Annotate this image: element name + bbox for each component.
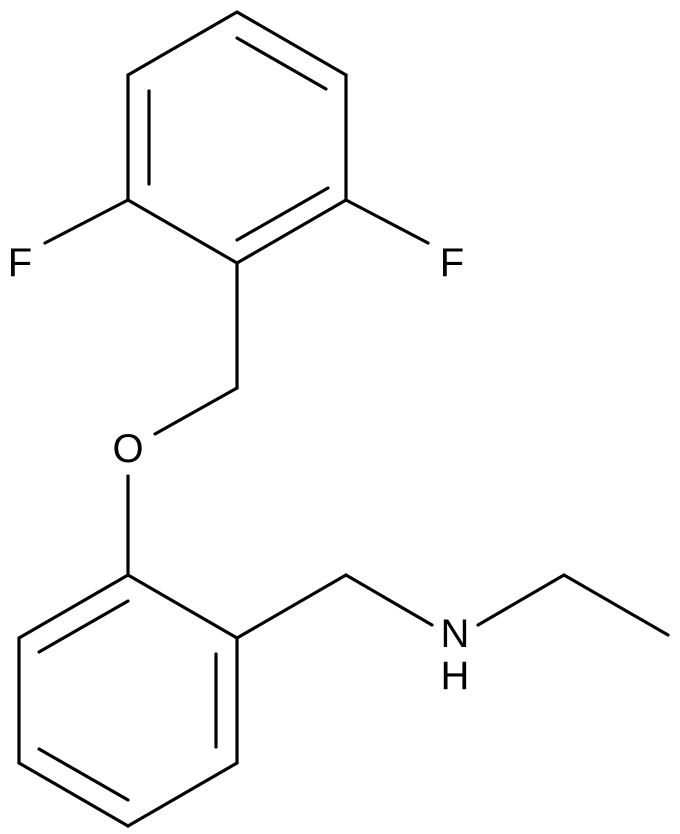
bond-ch2-o <box>153 386 239 436</box>
phenyl-ring <box>17 573 239 828</box>
bond-c-f-left <box>43 198 130 245</box>
bond-n-ch2 <box>476 573 566 627</box>
bond <box>235 10 348 77</box>
bond <box>17 761 130 828</box>
atom-label-o: O <box>112 427 143 471</box>
bond <box>126 573 239 640</box>
atom-label-n: N <box>441 612 470 656</box>
bond-ring-ch2 <box>235 573 348 640</box>
double-bond-inner <box>37 747 130 802</box>
bond-ch2-n <box>344 573 434 627</box>
atom-label-f-right: F <box>440 241 464 285</box>
double-bond-inner <box>235 186 330 242</box>
atom-label-f-left: F <box>8 241 32 285</box>
double-bond-inner <box>37 599 130 654</box>
bond-c-f-right <box>344 198 430 245</box>
bond <box>126 10 239 77</box>
double-bond-inner <box>235 36 328 91</box>
difluorophenyl-ring <box>126 10 348 265</box>
bond-ch2-ch3 <box>562 573 670 637</box>
bond <box>17 573 130 640</box>
bond <box>126 198 239 265</box>
bond <box>235 198 348 265</box>
atom-label-h: H <box>441 654 470 698</box>
bond <box>126 761 239 828</box>
